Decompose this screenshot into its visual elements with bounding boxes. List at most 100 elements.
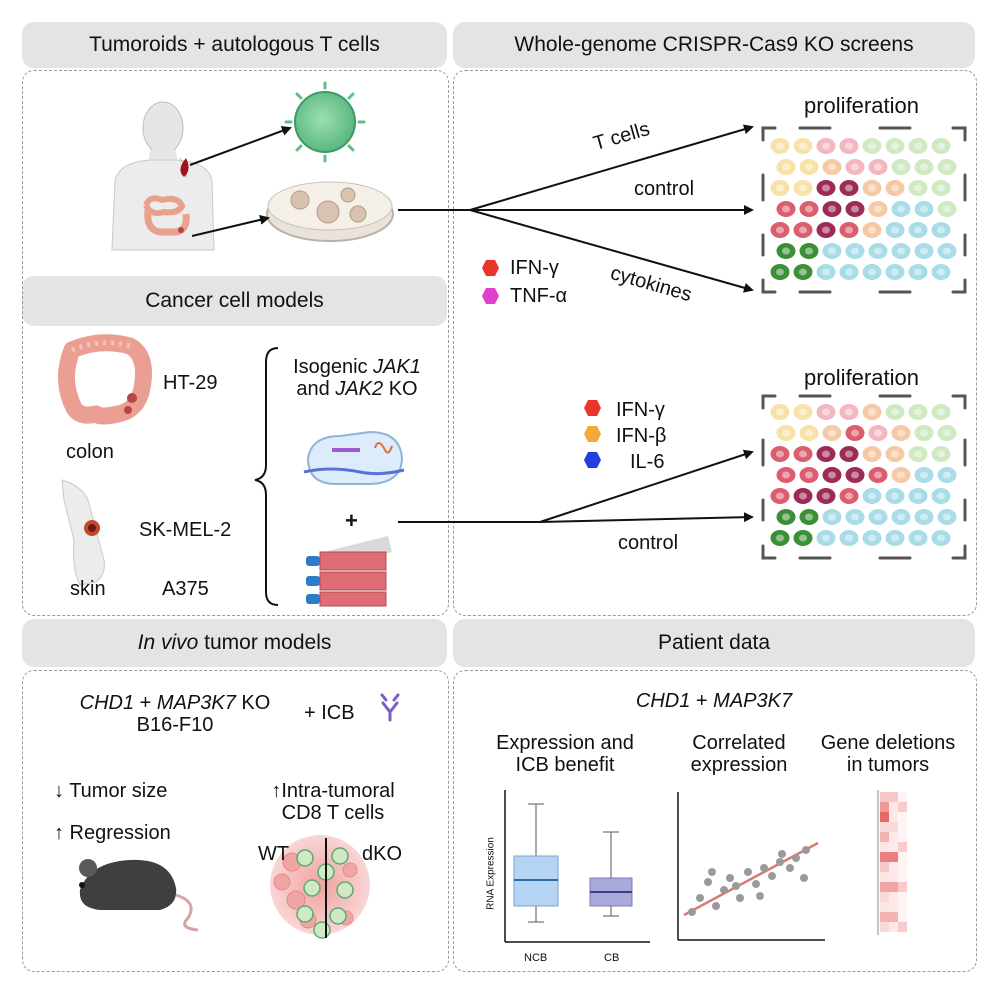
arrow-tcells (469, 124, 754, 211)
regression-label: ↑ Regression (54, 822, 171, 844)
b16-label: B16-F10 (136, 714, 214, 736)
cell (775, 424, 797, 442)
cell (913, 200, 935, 218)
cell (792, 263, 814, 281)
cell (884, 221, 906, 239)
t-cell (296, 905, 314, 923)
col3-title-line1: Gene deletions (820, 732, 956, 754)
header-crispr-label: Whole-genome CRISPR-Cas9 KO screens (514, 33, 914, 56)
patient-map3k7: MAP3K7 (713, 690, 793, 712)
scatter-point (696, 894, 704, 902)
cell (769, 487, 791, 505)
cell (907, 137, 929, 155)
col1-title-line1: Expression and (496, 732, 634, 754)
plasmid-icon (303, 430, 405, 485)
cell (792, 529, 814, 547)
cell (798, 158, 820, 176)
bracket (254, 347, 279, 606)
header-tumoroids: Tumoroids + autologous T cells (22, 22, 447, 68)
arm-control-label: control (634, 178, 695, 200)
cell (930, 263, 952, 281)
heatmap-cell (898, 812, 907, 822)
heatmap-cell (889, 922, 898, 932)
cell (844, 508, 866, 526)
cell (838, 263, 860, 281)
skin-label: skin (70, 578, 106, 600)
cell (769, 137, 791, 155)
cell (798, 242, 820, 260)
t-cell (329, 907, 347, 925)
col3-title: Gene deletions in tumors (808, 732, 968, 776)
heatmap-cell (880, 902, 889, 912)
t-cell (313, 921, 331, 939)
cell (844, 158, 866, 176)
cell (815, 487, 837, 505)
heatmap-cell (889, 812, 898, 822)
cell (821, 466, 843, 484)
cell (769, 179, 791, 197)
cell (769, 221, 791, 239)
heatmap-cell (889, 792, 898, 802)
col2-title-line1: Correlated (692, 732, 786, 754)
cell (792, 403, 814, 421)
cell (884, 445, 906, 463)
col2-title: Correlated expression (664, 732, 814, 776)
human-body-icon (111, 101, 215, 251)
cell (775, 466, 797, 484)
heatmap-cell (880, 882, 889, 892)
il6-icon (584, 452, 601, 468)
cell (821, 158, 843, 176)
cell (930, 403, 952, 421)
header-invivo-rest: tumor models (198, 631, 332, 654)
cell (838, 221, 860, 239)
cell (815, 403, 837, 421)
cell (867, 424, 889, 442)
heatmap-cell (898, 862, 907, 872)
heatmap-cell (898, 832, 907, 842)
header-crispr: Whole-genome CRISPR-Cas9 KO screens (453, 22, 975, 68)
legend-ifn-gamma: IFN-γ (510, 257, 559, 279)
cell (907, 403, 929, 421)
scatter-point (712, 902, 720, 910)
cell (890, 424, 912, 442)
heatmap-cell (898, 872, 907, 882)
tnf-alpha-icon (482, 288, 499, 304)
cell (890, 466, 912, 484)
a375-label: A375 (162, 578, 209, 600)
cell (775, 158, 797, 176)
arrow-control-2 (539, 512, 754, 523)
cell (821, 200, 843, 218)
heatmap-cell (889, 892, 898, 902)
cell (815, 221, 837, 239)
petri-dish-icon (266, 181, 394, 242)
cell (907, 445, 929, 463)
cell (798, 466, 820, 484)
chd1-label: CHD1 (79, 692, 135, 714)
cell (930, 221, 952, 239)
heatmap-cell (889, 872, 898, 882)
mouse-icon (79, 859, 199, 932)
heatmap-cell (880, 862, 889, 872)
ifn-beta-icon (584, 426, 601, 442)
heatmap-cell (880, 852, 889, 862)
isogenic-label: Isogenic JAK1 and JAK2 KO (288, 356, 426, 400)
scatter-point (704, 878, 712, 886)
heatmap-cell (889, 832, 898, 842)
isogenic-prefix: Isogenic (293, 356, 374, 378)
header-cancer-models-label: Cancer cell models (145, 289, 324, 312)
t-cell (296, 849, 314, 867)
cell (844, 466, 866, 484)
cell (890, 508, 912, 526)
heatmap-cell (880, 872, 889, 882)
heatmap-cell (889, 882, 898, 892)
heatmap-cell (889, 862, 898, 872)
cell (913, 508, 935, 526)
scatter-point (756, 892, 764, 900)
cell (815, 445, 837, 463)
cell (775, 508, 797, 526)
cell (821, 424, 843, 442)
cell (815, 137, 837, 155)
cell (930, 487, 952, 505)
scatter-point (726, 874, 734, 882)
